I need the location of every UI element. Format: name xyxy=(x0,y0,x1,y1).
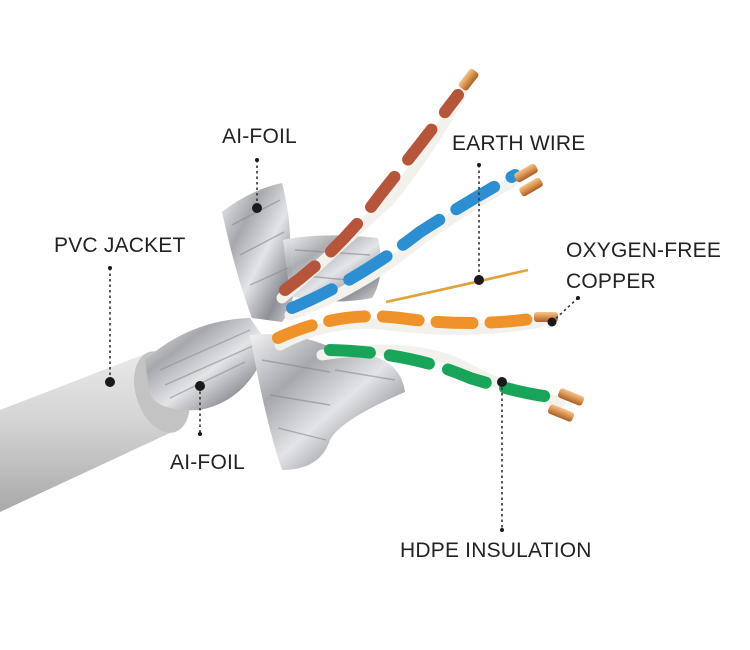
al-foil-flap-bottom xyxy=(250,334,405,470)
tail-hdpe-insulation xyxy=(500,528,504,532)
wire-pair-orange xyxy=(272,310,558,351)
label-al-foil-top: AI-FOIL xyxy=(222,125,297,148)
label-earth-wire: EARTH WIRE xyxy=(452,132,586,155)
label-oxygen-free: OXYGEN-FREE xyxy=(566,239,722,262)
label-copper: COPPER xyxy=(566,270,656,293)
dot-hdpe-insulation xyxy=(497,377,507,387)
tail-al-foil-bottom xyxy=(198,432,202,436)
dot-al-foil-top xyxy=(252,203,262,213)
tail-earth-wire xyxy=(477,163,481,167)
dot-al-foil-bottom xyxy=(195,381,205,391)
al-foil-core xyxy=(145,318,268,411)
earth-wire xyxy=(385,268,529,304)
wire-pair-green xyxy=(316,344,585,422)
wire-pair-brown xyxy=(276,68,479,304)
leader-dots xyxy=(105,158,580,532)
wire-pair-blue xyxy=(284,163,543,321)
dot-earth-wire xyxy=(474,275,484,285)
tail-pvc-jacket xyxy=(108,266,112,270)
tail-al-foil-top xyxy=(255,158,259,162)
leader-oxygen-free-copper xyxy=(551,297,579,323)
tail-oxygen-free-copper xyxy=(576,296,580,300)
label-pvc-jacket: PVC JACKET xyxy=(54,234,186,257)
label-hdpe-insulation: HDPE INSULATION xyxy=(400,539,592,562)
dot-oxygen-free-copper xyxy=(547,317,557,327)
label-al-foil-bottom: AI-FOIL xyxy=(170,451,245,474)
dot-pvc-jacket xyxy=(105,377,115,387)
leader-lines xyxy=(109,160,579,530)
